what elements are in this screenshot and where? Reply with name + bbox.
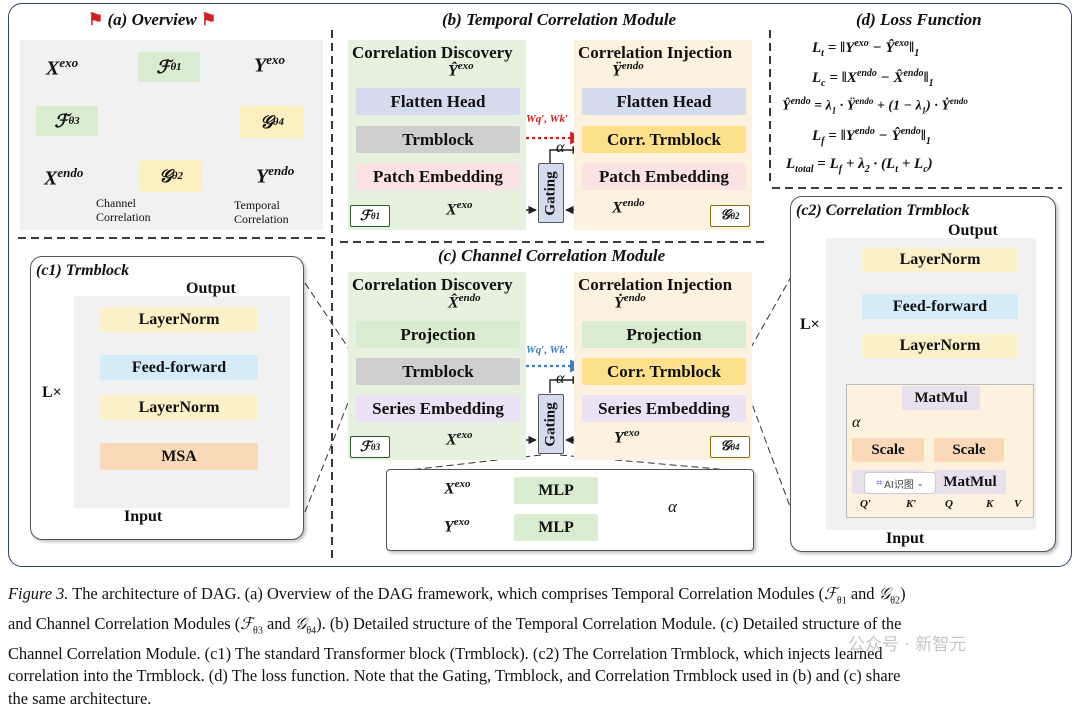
- caption-line-3: Channel Correlation Module. (c1) The sta…: [8, 643, 883, 663]
- temporal-alpha: α: [556, 139, 565, 156]
- loss-lf: Lf = ‖Yendo − Ŷendo‖1: [812, 126, 931, 147]
- channel-corr-trmblock: Corr. Trmblock: [582, 358, 746, 385]
- c1-repeat-label: L×: [42, 384, 62, 401]
- gate-alpha-output: α: [668, 497, 677, 516]
- c2-scale-right: Scale: [934, 438, 1004, 462]
- c2-q: Q: [945, 498, 953, 510]
- channel-discovery-label: Correlation Discovery: [352, 275, 513, 294]
- channel-in-right: Yexo: [614, 427, 640, 447]
- channel-projection-left: Projection: [356, 321, 520, 348]
- ai-recognize-overlay[interactable]: ⌗AI识图⌄: [864, 472, 936, 494]
- loss-title: (d) Loss Function: [856, 10, 982, 29]
- c2-layernorm-bottom: LayerNorm: [862, 334, 1018, 358]
- loss-lt: Lt = ‖Yexo − Ŷexo‖1: [812, 38, 920, 59]
- gate-y-exo: Yexo: [444, 516, 470, 536]
- loss-y-hat: Ŷendo = λ1 · Ÿendo + (1 − λ1) · Ẏendo: [782, 96, 968, 116]
- c2-matmul-right: MatMul: [934, 470, 1006, 494]
- gate-mlp-bottom: MLP: [514, 514, 598, 541]
- temporal-wq-label: Wq′, Wk′: [526, 113, 569, 125]
- overview-title: ⚑ (a) Overview ⚑: [88, 10, 217, 29]
- c2-v: V: [1014, 498, 1022, 510]
- caption-line-4: correlation into the Trmblock. (d) The l…: [8, 666, 901, 686]
- c1-layernorm-top: LayerNorm: [100, 307, 258, 332]
- c1-output: Output: [186, 280, 236, 297]
- temporal-trmblock: Trmblock: [356, 126, 520, 153]
- temporal-injection-label: Correlation Injection: [578, 43, 733, 62]
- channel-series-embedding-right: Series Embedding: [582, 395, 746, 422]
- channel-title: (c) Channel Correlation Module: [438, 246, 666, 265]
- c1-input: Input: [124, 508, 163, 525]
- flag-icon: ⚑: [88, 10, 104, 29]
- temporal-discovery-label: Correlation Discovery: [352, 43, 513, 62]
- c2-k: K: [986, 498, 994, 510]
- c2-q-prime: Q′: [860, 498, 872, 510]
- temporal-flatten-head-right: Flatten Head: [582, 88, 746, 115]
- temporal-patch-embedding-right: Patch Embedding: [582, 163, 746, 190]
- channel-wq-label: Wq′, Wk′: [526, 344, 569, 356]
- channel-out-right: Ẏendo: [614, 292, 646, 312]
- c2-scale-left: Scale: [852, 438, 924, 462]
- channel-projection-right: Projection: [582, 321, 746, 348]
- c1-layernorm-bottom: LayerNorm: [100, 395, 258, 420]
- chevron-down-icon: ⌄: [916, 478, 924, 488]
- c2-feed-forward: Feed-forward: [862, 294, 1018, 319]
- figure-frame: [8, 3, 1072, 567]
- overview-y-endo: Yendo: [256, 163, 295, 188]
- c2-title: (c2) Correlation Trmblock: [796, 202, 970, 219]
- caption-line-1: Figure 3. The architecture of DAG. (a) O…: [8, 584, 906, 607]
- temporal-out-right: Ÿendo: [612, 60, 644, 80]
- temporal-gating: Gating: [538, 163, 564, 223]
- loss-ltotal: Ltotal = Lf + λ2 · (Lt + Lc): [786, 156, 933, 175]
- loss-lc: Lc = ‖Xendo − X̂endo‖1: [812, 68, 934, 89]
- channel-injection-label: Correlation Injection: [578, 275, 733, 294]
- scan-icon: ⌗: [876, 477, 883, 489]
- channel-out-left: X̂endo: [448, 292, 481, 312]
- figure-caption: Figure 3. The architecture of DAG. (a) O…: [8, 583, 1074, 710]
- temporal-corr-trmblock: Corr. Trmblock: [582, 126, 746, 153]
- overview-x-endo: Xendo: [44, 165, 84, 190]
- c2-input: Input: [886, 530, 925, 547]
- temporal-in-left: Xexo: [446, 199, 473, 219]
- c1-title: (c1) Trmblock: [36, 262, 130, 279]
- c1-feed-forward: Feed-forward: [100, 355, 258, 380]
- flag-icon: ⚑: [200, 10, 217, 29]
- overview-y-exo: Yexo: [254, 52, 285, 77]
- channel-trmblock: Trmblock: [356, 358, 520, 385]
- c2-output: Output: [948, 222, 998, 239]
- temporal-title: (b) Temporal Correlation Module: [442, 10, 677, 29]
- overview-x-exo: Xexo: [46, 55, 79, 80]
- temporal-flatten-head-left: Flatten Head: [356, 88, 520, 115]
- temporal-in-right: Xendo: [612, 197, 645, 217]
- c2-matmul-top: MatMul: [902, 386, 980, 410]
- channel-series-embedding-left: Series Embedding: [356, 395, 520, 422]
- channel-gating: Gating: [538, 394, 564, 454]
- c2-k-prime: K′: [906, 498, 917, 510]
- c2-repeat-label: L×: [800, 316, 820, 333]
- channel-in-left: Xexo: [446, 429, 473, 449]
- channel-alpha: α: [556, 370, 565, 387]
- gate-mlp-top: MLP: [514, 477, 598, 504]
- caption-line-2: and Channel Correlation Modules (ℱθ3 and…: [8, 613, 902, 637]
- temporal-out-left: Ŷexo: [448, 60, 474, 80]
- watermark: 公众号 · 新智元: [848, 635, 967, 655]
- c2-layernorm-top: LayerNorm: [862, 248, 1018, 272]
- gate-x-exo: Xexo: [444, 478, 471, 498]
- temporal-patch-embedding-left: Patch Embedding: [356, 163, 520, 190]
- c1-msa: MSA: [100, 443, 258, 470]
- c2-alpha: α: [852, 414, 861, 431]
- caption-line-5: the same architecture.: [8, 688, 152, 708]
